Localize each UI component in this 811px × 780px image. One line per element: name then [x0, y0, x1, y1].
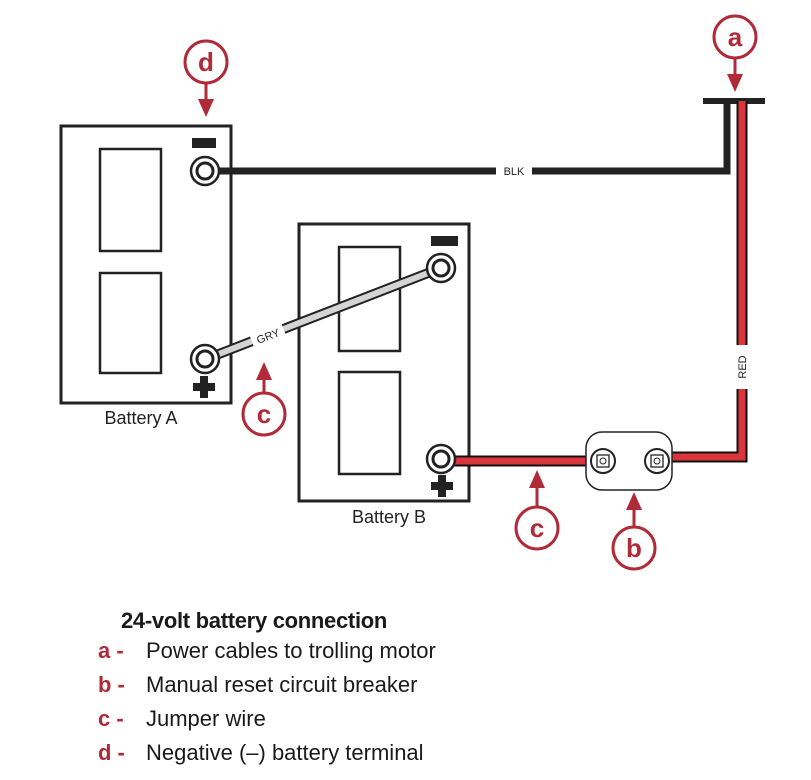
- red-wire: RED: [444, 101, 752, 467]
- callout-a-letter: a: [728, 22, 743, 52]
- legend-text: Power cables to trolling motor: [146, 638, 436, 663]
- legend-key: a -: [98, 638, 124, 663]
- callout-b-letter: b: [626, 533, 642, 563]
- legend-item: d - Negative (–) battery terminal: [98, 740, 698, 774]
- callout-d: d: [183, 39, 229, 117]
- blk-wire-label: BLK: [504, 166, 525, 178]
- legend-key: c -: [98, 706, 124, 731]
- callout-c-jumper-letter: c: [257, 399, 271, 429]
- callout-a: a: [712, 14, 758, 92]
- battery-wiring-diagram: BLK RED GRY: [59, 14, 765, 571]
- legend-item: a - Power cables to trolling motor: [98, 638, 698, 672]
- battery-a-positive-terminal: [189, 343, 221, 375]
- positive-marker-a: [193, 376, 215, 398]
- legend-title: 24-volt battery connection: [121, 608, 388, 633]
- negative-marker-b: [431, 236, 458, 246]
- battery-b-negative-terminal: [425, 252, 457, 284]
- circuit-breaker: [585, 431, 673, 491]
- legend-item: c - Jumper wire: [98, 706, 698, 740]
- callout-c-red-wire-letter: c: [530, 513, 544, 543]
- red-wire-label: RED: [737, 355, 749, 378]
- legend-text: Negative (–) battery terminal: [146, 740, 424, 765]
- legend-text: Jumper wire: [146, 706, 266, 731]
- battery-a-label: Battery A: [104, 408, 177, 428]
- legend-text: Manual reset circuit breaker: [146, 672, 418, 697]
- battery-b-label: Battery B: [352, 507, 426, 527]
- blk-wire: BLK: [218, 101, 731, 180]
- callout-d-letter: d: [198, 47, 214, 77]
- callout-c-jumper: c: [241, 362, 287, 437]
- callout-c-red-wire: c: [514, 470, 560, 551]
- battery-a-negative-terminal: [189, 155, 221, 187]
- positive-marker-b: [431, 475, 453, 497]
- battery-b-positive-terminal: [425, 443, 457, 475]
- callout-b: b: [611, 492, 657, 571]
- legend-key: d -: [98, 740, 125, 765]
- legend-key: b -: [98, 672, 125, 697]
- legend: 24-volt battery connection a - Power cab…: [98, 608, 698, 774]
- legend-item: b - Manual reset circuit breaker: [98, 672, 698, 706]
- negative-marker-a: [192, 138, 216, 148]
